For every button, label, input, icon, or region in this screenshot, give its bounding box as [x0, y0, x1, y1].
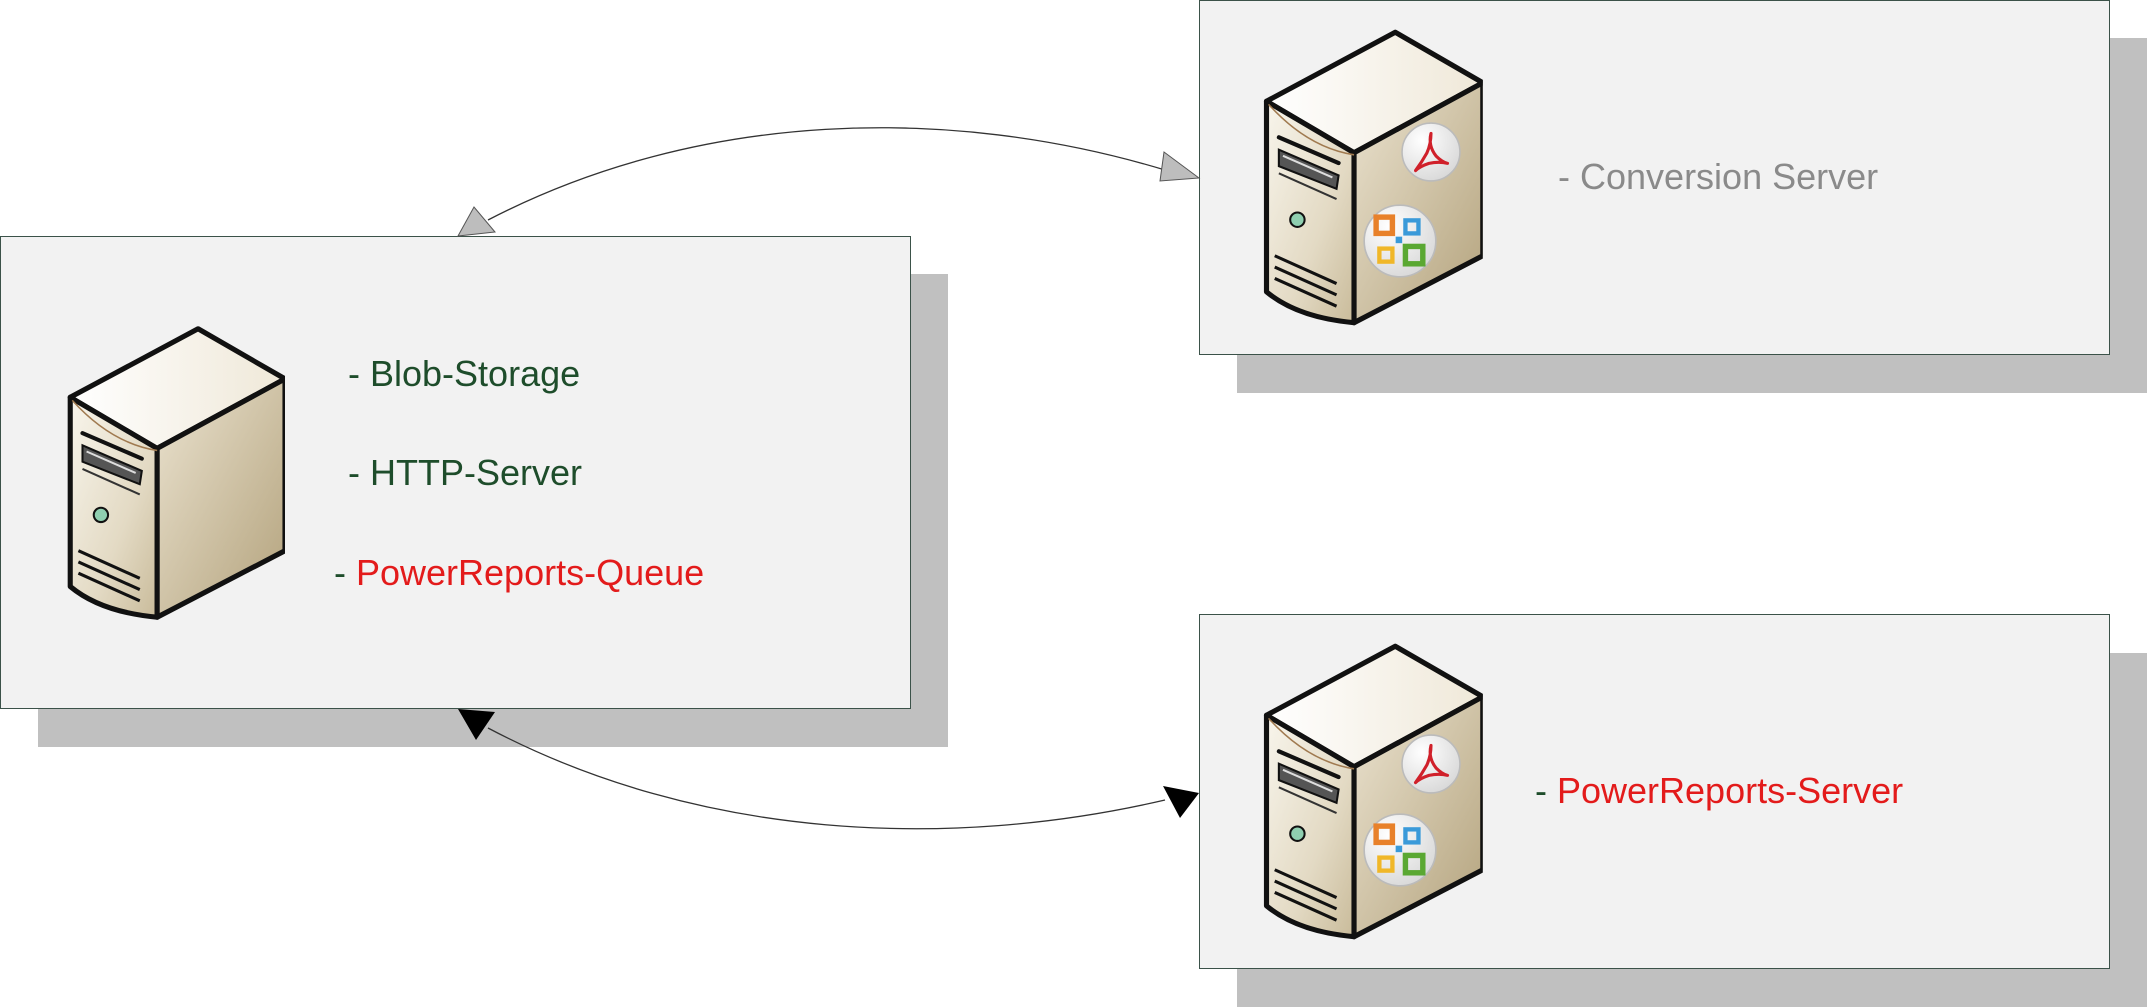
item-dash: - — [1558, 156, 1580, 197]
item-text: Conversion Server — [1580, 156, 1879, 197]
item-dash: - — [1535, 770, 1557, 811]
conversion-node-label: - Conversion Server — [1558, 159, 1878, 195]
item-text: Blob-Storage — [370, 353, 581, 394]
item-text: HTTP-Server — [370, 452, 583, 493]
item-dash: - — [334, 552, 356, 593]
connector-main-to-conversion — [457, 127, 1201, 237]
main-node-item-http-server: - HTTP-Server — [348, 455, 582, 491]
arrowhead-up-icon — [457, 206, 496, 237]
powerreports-node-label: - PowerReports-Server — [1535, 773, 1903, 809]
main-node-item-powerreports-queue: - PowerReports-Queue — [334, 555, 704, 591]
item-dash: - — [348, 452, 370, 493]
main-node-item-blob-storage: - Blob-Storage — [348, 356, 580, 392]
item-text: PowerReports-Server — [1557, 770, 1904, 811]
item-dash: - — [348, 353, 370, 394]
connector-main-to-powerreports — [458, 709, 1199, 830]
arrowhead-right-icon — [1163, 786, 1199, 818]
item-text: PowerReports-Queue — [356, 552, 705, 593]
arrowhead-right-icon — [1159, 151, 1201, 182]
arrowhead-down-icon — [458, 709, 495, 740]
